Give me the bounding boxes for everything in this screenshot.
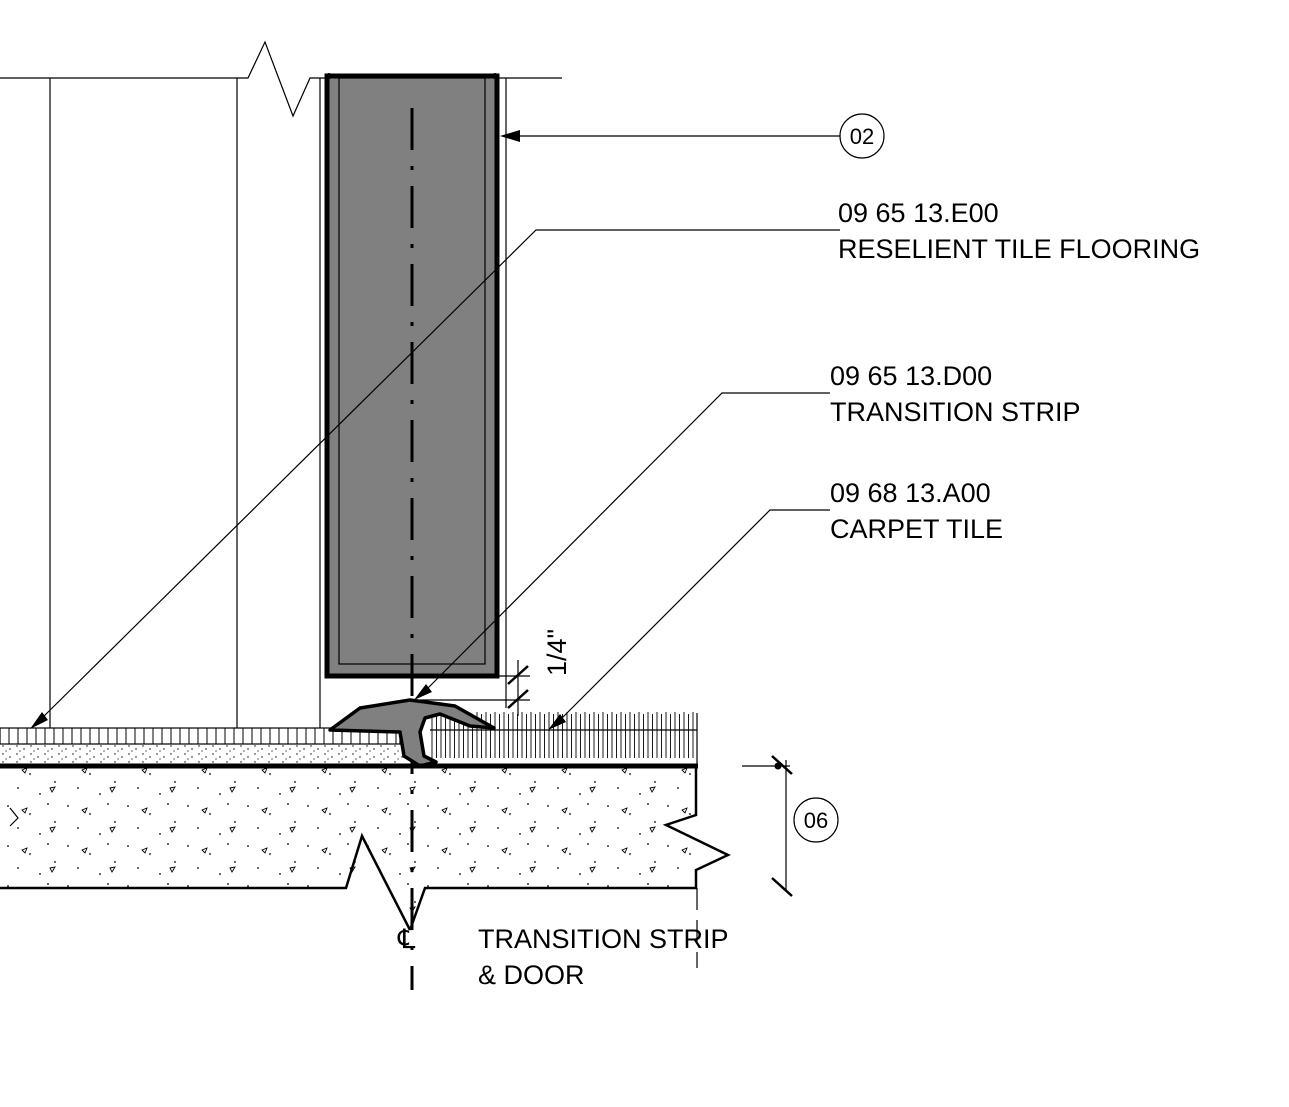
tag-02-bubble: [839, 113, 885, 159]
tag-06-bubble: [793, 797, 839, 843]
leader-transition: 09 65 13.D00 TRANSITION STRIP: [414, 361, 1081, 700]
resilient-name: RESELIENT TILE FLOORING: [838, 234, 1200, 264]
gap-dimension-text: 1/4": [542, 629, 572, 676]
carpet-name: CARPET TILE: [830, 514, 1003, 544]
tag-06-text: 06: [804, 808, 828, 833]
transition-name: TRANSITION STRIP: [830, 397, 1081, 427]
leader-carpet: 09 68 13.A00 CARPET TILE: [548, 478, 1003, 730]
gap-dimension: 1/4": [420, 629, 572, 716]
centerline-symbol: ℄: [397, 924, 416, 954]
resilient-code: 09 65 13.E00: [838, 198, 999, 228]
title-line-1: TRANSITION STRIP: [478, 924, 729, 954]
carpet-code: 09 68 13.A00: [830, 478, 991, 508]
leader-resilient: 09 65 13.E00 RESELIENT TILE FLOORING: [30, 198, 1200, 729]
title-line-2: & DOOR: [478, 960, 585, 990]
tag-02-text: 02: [850, 124, 874, 149]
transition-strip: [328, 698, 496, 768]
frame-lines: [49, 78, 507, 728]
resilient-tile-layer: [0, 727, 405, 764]
concrete-slab: [0, 768, 731, 968]
leader-02: 02: [500, 113, 885, 159]
transition-code: 09 65 13.D00: [830, 361, 992, 391]
slab-dimension: 06: [742, 755, 839, 897]
detail-title: TRANSITION STRIP & DOOR: [478, 924, 729, 990]
